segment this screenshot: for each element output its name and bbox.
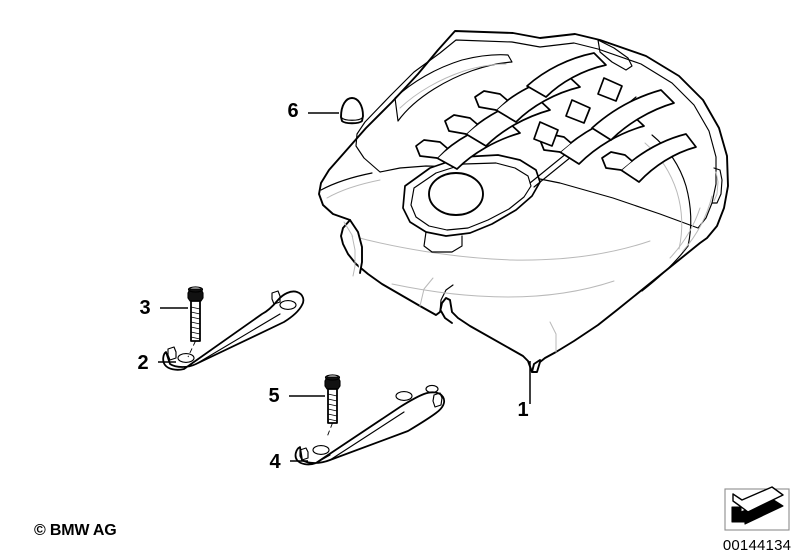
callout-number-6: 6 — [287, 100, 298, 122]
callout-number-3: 3 — [139, 297, 150, 319]
cover-right-tab — [711, 167, 723, 204]
orientation-icon-group — [724, 486, 790, 531]
cover-plateau-tab — [423, 231, 463, 253]
lower-bolt-head-top — [324, 374, 341, 381]
callout-number-4: 4 — [269, 451, 281, 473]
upper-bracket-body — [162, 290, 305, 371]
cover-notch-a — [533, 121, 559, 147]
lower-bracket-edge-2 — [315, 454, 331, 464]
cap-nut[interactable] — [308, 97, 364, 125]
direction-arrow-icon-outline — [732, 486, 784, 513]
cover-rib-7 — [620, 133, 697, 183]
cover-notch-b — [565, 99, 591, 124]
cover-bottom-step-left — [440, 310, 453, 324]
cover-left-shoulder-faint — [326, 179, 381, 199]
upper-bracket-tab-right — [271, 290, 281, 305]
cover-upper-left-panel — [394, 54, 513, 122]
cover-right-flank-1 — [669, 207, 701, 259]
lower-bracket-flange-tab — [432, 392, 443, 408]
engine-acoustic-cover[interactable] — [318, 30, 729, 404]
cap-nut-body — [340, 97, 364, 125]
cover-left-shoulder — [320, 172, 373, 191]
cover-front-skirt — [439, 284, 454, 313]
upper-bracket-hole-right — [279, 300, 297, 310]
lower-bolt-axis — [326, 422, 333, 438]
cover-top-deck — [355, 39, 717, 229]
upper-bolt-shank — [190, 300, 201, 342]
cover-left-notch-face — [343, 221, 356, 277]
lower-bracket-hole-right — [425, 384, 439, 394]
upper-bracket-hole-left — [177, 353, 195, 363]
cover-notch-c — [597, 77, 623, 102]
lower-bracket[interactable] — [290, 384, 446, 466]
lower-bracket-bolt[interactable] — [289, 374, 341, 438]
cover-front-fold-b — [549, 321, 557, 353]
lower-bolt-threads — [327, 393, 338, 422]
cover-center-plateau-inner — [410, 162, 532, 231]
cover-right-buttress-lower — [641, 245, 689, 292]
cover-rib-7-step — [601, 151, 633, 171]
callout-number-2: 2 — [137, 352, 148, 374]
lower-bolt-head — [324, 376, 341, 390]
cover-front-fold-a — [419, 277, 434, 307]
callout-number-5: 5 — [268, 385, 279, 407]
cover-rib-4 — [526, 52, 607, 98]
lower-bracket-edge — [329, 411, 405, 461]
cover-rib-3-step — [474, 90, 508, 111]
cover-upper-left-panel-faint — [399, 63, 507, 109]
cover-bottom-step-right — [531, 359, 541, 373]
copyright-notice: © BMW AG — [34, 522, 116, 539]
cover-rib-6 — [591, 89, 675, 141]
cover-rib-1-step — [415, 139, 448, 159]
cover-left-notch — [349, 219, 363, 274]
callout-number-1: 1 — [517, 399, 528, 421]
lower-bracket-slot-left — [299, 447, 309, 461]
lower-bracket-hole-left — [312, 445, 330, 455]
cover-upper-right-panel — [597, 39, 633, 71]
cap-nut-base-ellipse — [341, 117, 363, 121]
cover-front-seam-2 — [391, 280, 615, 298]
cover-right-flank-2 — [682, 195, 713, 252]
upper-bolt-head — [187, 288, 204, 302]
oil-fill-opening — [428, 172, 484, 216]
upper-bolt-axis — [187, 340, 196, 358]
drawing-part-number: 00144134 — [723, 537, 791, 554]
upper-bolt-threads — [190, 306, 201, 340]
lower-bracket-hole-mid — [395, 391, 413, 401]
cover-rib-2-step — [444, 114, 478, 135]
upper-bracket-edge — [195, 313, 281, 365]
upper-bolt-head-top — [187, 286, 204, 293]
upper-bracket[interactable] — [158, 290, 305, 371]
cover-right-tab-inner — [713, 171, 719, 202]
upper-bracket-bolt[interactable] — [160, 286, 204, 358]
upper-bracket-tab-left — [167, 346, 177, 361]
cover-front-seam — [351, 235, 651, 261]
